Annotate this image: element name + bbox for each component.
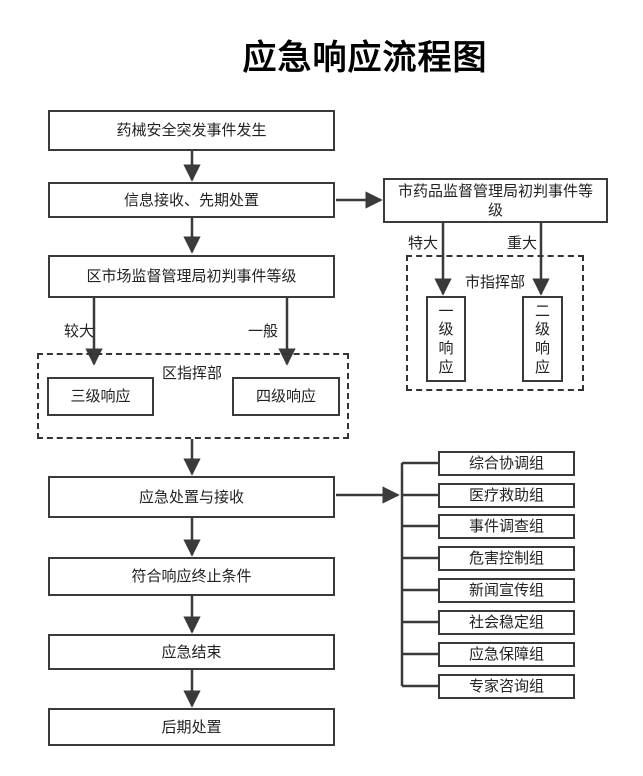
page-title: 应急响应流程图 [242, 38, 488, 78]
branch-label-zhongda: 重大 [507, 234, 538, 252]
branch-label-teda: 特大 [408, 234, 439, 252]
city-command-label: 市指挥部 [465, 273, 526, 291]
step-post-handling: 后期处置 [48, 708, 335, 746]
group-box: 社会稳定组 [438, 610, 575, 635]
group-box: 新闻宣传组 [438, 578, 575, 603]
district-command-label: 区指挥部 [162, 364, 223, 382]
branch-label-jiaoda: 较大 [64, 322, 95, 340]
level1-response: 一 级 响 应 [426, 296, 466, 382]
city-command-frame [406, 255, 584, 391]
step-district-judge: 区市场监督管理局初判事件等级 [48, 255, 335, 298]
city-judge-box: 市药品监督管理局初判事件等级 [383, 178, 608, 223]
step-info-receive: 信息接收、先期处置 [48, 182, 335, 218]
group-box: 专家咨询组 [438, 674, 575, 699]
step-event-occurs: 药械安全突发事件发生 [48, 110, 335, 151]
group-box: 危害控制组 [438, 546, 575, 571]
level2-response: 二 级 响 应 [522, 296, 563, 382]
group-box: 医疗救助组 [438, 483, 575, 508]
step-emergency-handling: 应急处置与接收 [48, 476, 335, 518]
step-emergency-end: 应急结束 [48, 634, 335, 670]
branch-label-yiban: 一般 [248, 322, 279, 340]
level4-response: 四级响应 [232, 377, 340, 416]
level3-response: 三级响应 [47, 377, 154, 416]
group-box: 综合协调组 [438, 451, 575, 476]
group-box: 应急保障组 [438, 642, 575, 667]
step-termination-conditions: 符合响应终止条件 [48, 557, 335, 596]
district-command-frame [37, 353, 349, 439]
group-box: 事件调查组 [438, 514, 575, 539]
